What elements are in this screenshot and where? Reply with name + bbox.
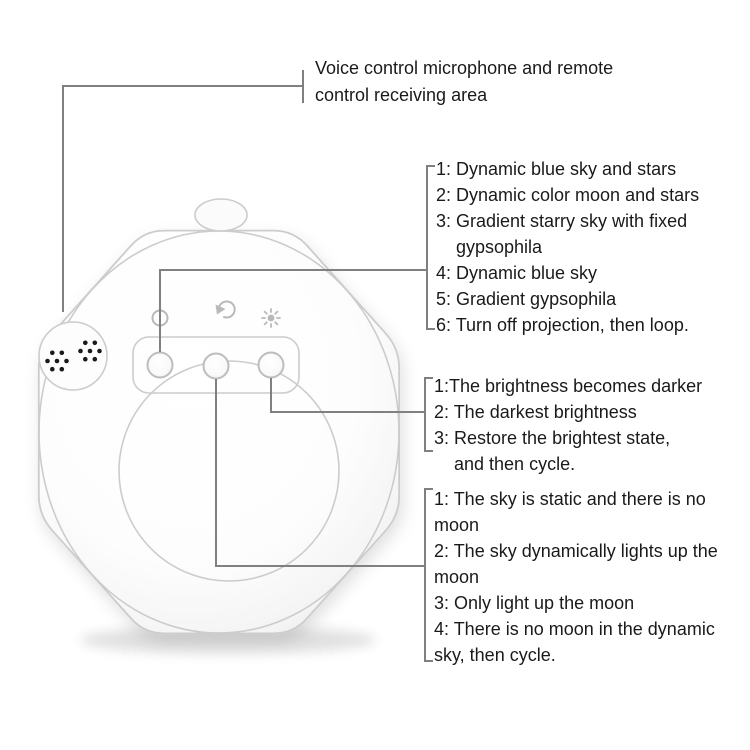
- top-switch: [194, 198, 248, 232]
- callout-line-moon: [215, 379, 424, 567]
- list-line: 3: Gradient starry sky with fixed: [436, 211, 688, 231]
- list-line: 4: There is no moon in the dynamic: [434, 619, 715, 639]
- brightness-button: [257, 351, 285, 379]
- list-line: and then cycle.: [434, 454, 576, 474]
- list-line: 2: The darkest brightness: [434, 402, 637, 422]
- speaker-grille: [38, 321, 108, 391]
- device-body: [37, 229, 401, 635]
- annotation-line: Voice control microphone and remote: [315, 58, 614, 78]
- cycle-icon: [215, 300, 236, 319]
- list-line: 1: The sky is static and there is no: [434, 489, 706, 509]
- list-line: gypsophila: [436, 237, 543, 257]
- list-line: 2: The sky dynamically lights up the: [434, 541, 718, 561]
- mic-annotation: Voice control microphone and remote cont…: [315, 55, 613, 109]
- bracket-brightness: [424, 377, 433, 452]
- list-line: 5: Gradient gypsophila: [436, 289, 617, 309]
- speaker-holes: [45, 340, 102, 372]
- list-line: 2: Dynamic color moon and stars: [436, 185, 700, 205]
- list-line: moon: [434, 567, 480, 587]
- callout-line-projection: [159, 269, 426, 352]
- brightness-modes-list: 1:The brightness becomes darker 2: The d…: [434, 373, 702, 477]
- bracket-projection: [426, 165, 435, 330]
- list-line: 1:The brightness becomes darker: [434, 376, 703, 396]
- device-face-circle: [38, 230, 400, 634]
- projection-lens-circle: [118, 360, 340, 582]
- bracket-moon: [424, 488, 433, 662]
- annotation-line: control receiving area: [315, 85, 488, 105]
- sun-icon: [261, 308, 281, 328]
- list-line: 3: Only light up the moon: [434, 593, 635, 613]
- mode-button: [202, 352, 230, 380]
- callout-line-mic: [62, 70, 304, 312]
- list-line: moon: [434, 515, 480, 535]
- list-line: sky, then cycle.: [434, 645, 556, 665]
- list-line: 3: Restore the brightest state,: [434, 428, 671, 448]
- list-line: 1: Dynamic blue sky and stars: [436, 159, 677, 179]
- moon-modes-list: 1: The sky is static and there is no moo…: [434, 486, 718, 668]
- list-line: 6: Turn off projection, then loop.: [436, 315, 689, 335]
- callout-line-brightness: [270, 378, 424, 413]
- list-line: 4: Dynamic blue sky: [436, 263, 598, 283]
- projection-modes-list: 1: Dynamic blue sky and stars 2: Dynamic…: [436, 156, 699, 338]
- power-button: [146, 351, 174, 379]
